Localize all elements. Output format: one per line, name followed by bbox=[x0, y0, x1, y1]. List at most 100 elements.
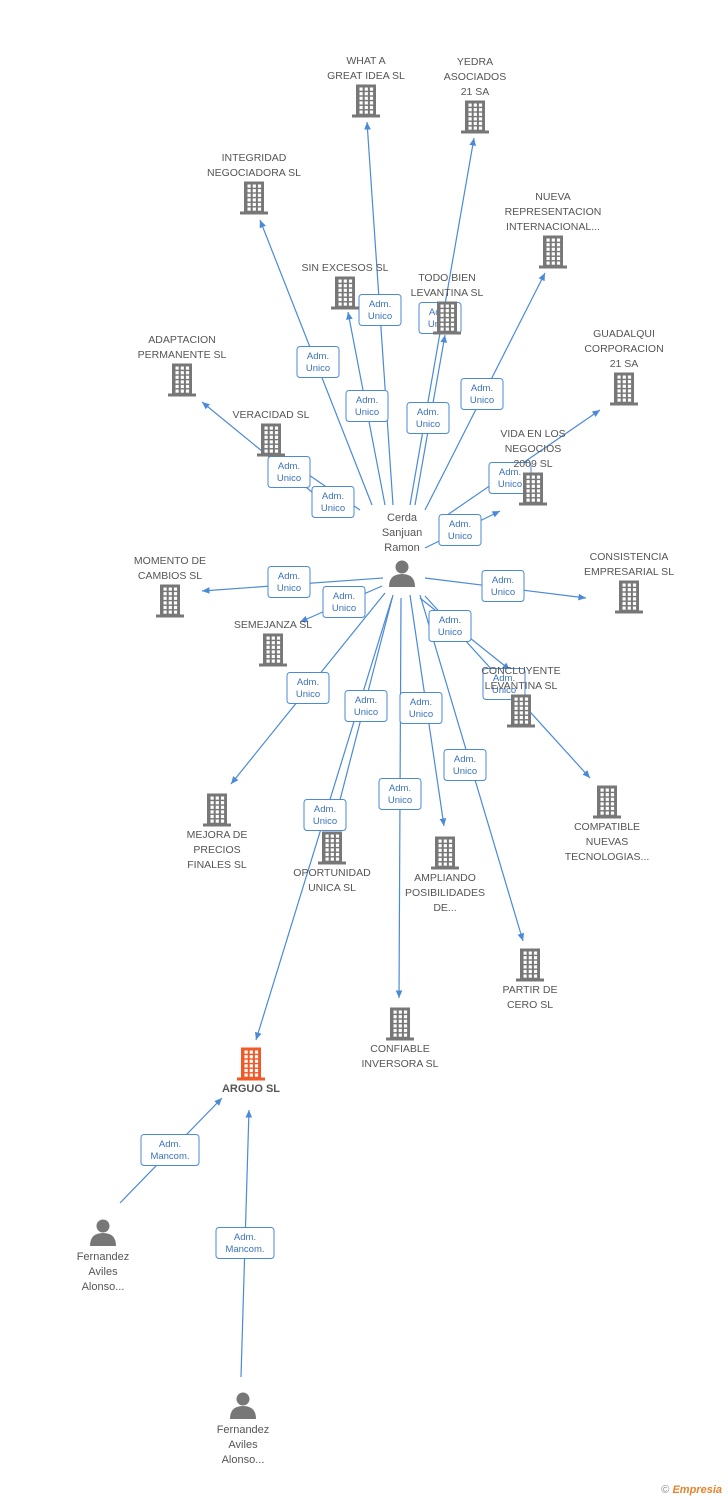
edge-label-box[interactable] bbox=[345, 390, 389, 422]
edge-label-box[interactable] bbox=[303, 799, 347, 831]
edge-label-box[interactable] bbox=[399, 692, 443, 724]
edge-label[interactable]: Adm.Unico bbox=[286, 672, 330, 704]
edge-label[interactable]: Adm.Unico bbox=[481, 570, 525, 602]
building-window bbox=[175, 384, 179, 389]
company-node-nueva[interactable]: NUEVAREPRESENTACIONINTERNACIONAL... bbox=[505, 191, 602, 269]
edge-label[interactable]: Adm.Unico bbox=[378, 778, 422, 810]
building-window bbox=[622, 606, 626, 610]
building-window bbox=[600, 797, 604, 801]
footer-brand[interactable]: © Empresia bbox=[661, 1484, 722, 1496]
edge-label-box[interactable] bbox=[286, 672, 330, 704]
edge-label-box[interactable] bbox=[296, 346, 340, 378]
edge-label[interactable]: Adm.Unico bbox=[267, 456, 311, 488]
building-window bbox=[605, 806, 609, 811]
building-window bbox=[343, 302, 347, 306]
building-icon bbox=[168, 363, 196, 397]
company-node-semejanza[interactable]: SEMEJANZA SL bbox=[234, 619, 312, 667]
edge-label-box[interactable] bbox=[322, 586, 366, 618]
edge-label-box[interactable] bbox=[482, 668, 526, 700]
node-label-line: PARTIR DE bbox=[502, 984, 557, 996]
edge-label[interactable]: Adm.Unico bbox=[460, 378, 504, 410]
edge-label-box[interactable] bbox=[140, 1134, 200, 1166]
building-window bbox=[632, 588, 637, 592]
edge-label-box[interactable] bbox=[428, 610, 472, 642]
edge-label[interactable]: Adm.Unico bbox=[443, 749, 487, 781]
edge-label-line: Adm. bbox=[355, 695, 377, 706]
edge-label-box[interactable] bbox=[311, 486, 355, 518]
edge-label-box[interactable] bbox=[443, 749, 487, 781]
building-window bbox=[398, 1019, 402, 1023]
edge-label[interactable]: Adm.Mancom. bbox=[215, 1227, 275, 1259]
edge-label-box[interactable] bbox=[344, 690, 388, 722]
building-base bbox=[240, 211, 268, 215]
edge-label-line: Adm. bbox=[449, 519, 471, 530]
edge-label[interactable]: Adm.Unico bbox=[406, 402, 450, 434]
edge-label-line: Unico bbox=[313, 816, 337, 827]
edge-label[interactable]: Adm.Unico bbox=[311, 486, 355, 518]
edge-label-box[interactable] bbox=[481, 570, 525, 602]
edge-label-box[interactable] bbox=[267, 566, 311, 598]
node-label-line: Alonso... bbox=[222, 1454, 265, 1466]
person-head bbox=[395, 560, 409, 574]
building-window bbox=[215, 814, 219, 819]
edge-label[interactable]: Adm.Mancom. bbox=[140, 1134, 200, 1166]
edge-label[interactable]: Adm.Unico bbox=[345, 390, 389, 422]
building-window bbox=[269, 426, 273, 430]
company-node-arguo[interactable]: ARGUO SL bbox=[222, 1047, 280, 1096]
person-node-fer1[interactable]: FernandezAvilesAlonso... bbox=[77, 1219, 130, 1294]
edge-label-box[interactable] bbox=[267, 456, 311, 488]
building-window bbox=[348, 297, 353, 302]
building-window bbox=[163, 587, 167, 591]
node-label-line: UNICA SL bbox=[308, 882, 356, 894]
building-window bbox=[215, 796, 219, 800]
edge-label[interactable]: Adm.Unico bbox=[322, 586, 366, 618]
edge-label[interactable]: Adm.Unico bbox=[267, 566, 311, 598]
edge-label[interactable]: Adm.Unico bbox=[399, 692, 443, 724]
building-window bbox=[180, 380, 184, 384]
building-window bbox=[175, 366, 179, 370]
person-node-fer2[interactable]: FernandezAvilesAlonso... bbox=[217, 1392, 270, 1467]
edge-label-line: Adm. bbox=[278, 461, 300, 472]
edge-label-box[interactable] bbox=[438, 514, 482, 546]
edge-label-box[interactable] bbox=[406, 402, 450, 434]
edge-label[interactable]: Adm.Unico bbox=[303, 799, 347, 831]
edge-label[interactable]: Adm.Unico bbox=[482, 668, 526, 700]
company-node-ampliando[interactable]: AMPLIANDOPOSIBILIDADESDE... bbox=[405, 836, 485, 915]
edge-label-line: Unico bbox=[355, 407, 379, 418]
building-window bbox=[249, 1050, 253, 1054]
edge-label-box[interactable] bbox=[460, 378, 504, 410]
edge-label-box[interactable] bbox=[215, 1227, 275, 1259]
edge-label-box[interactable] bbox=[378, 778, 422, 810]
building-window bbox=[330, 839, 334, 843]
edge-label[interactable]: Adm.Unico bbox=[296, 346, 340, 378]
edge-label[interactable]: Adm.Unico bbox=[344, 690, 388, 722]
company-node-veracidad[interactable]: VERACIDAD SL bbox=[232, 409, 310, 457]
company-node-compatible[interactable]: COMPATIBLENUEVASTECNOLOGIAS... bbox=[565, 785, 650, 864]
company-node-sinexcesos[interactable]: SIN EXCESOS SL bbox=[302, 262, 389, 310]
building-window bbox=[254, 1068, 259, 1073]
edge-label[interactable]: Adm.Unico bbox=[438, 514, 482, 546]
building-window bbox=[551, 252, 555, 256]
edge-label[interactable]: Adm.Unico bbox=[358, 294, 402, 326]
building-window bbox=[627, 601, 631, 606]
edge-label[interactable]: Adm.Unico bbox=[428, 610, 472, 642]
building-window bbox=[551, 261, 555, 265]
building-window bbox=[403, 1028, 408, 1033]
edge-label-box[interactable] bbox=[358, 294, 402, 326]
